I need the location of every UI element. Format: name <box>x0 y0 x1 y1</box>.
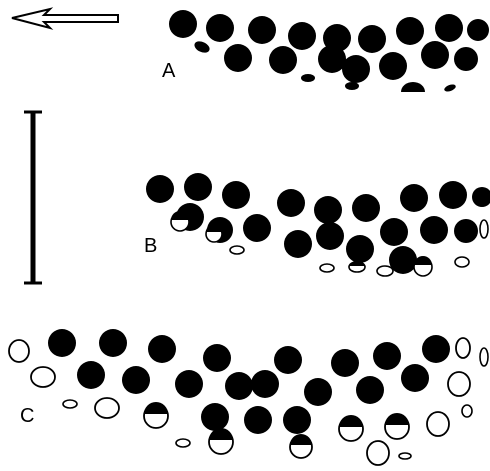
arrow-left-icon <box>12 9 118 28</box>
panel-label-a: A <box>162 60 176 82</box>
panel-a-ommatidia <box>169 10 489 93</box>
scale-bar <box>24 112 42 283</box>
panel-c-ommatidia <box>9 329 488 465</box>
panel-b-ommatidia <box>146 173 490 276</box>
panel-label-c: C <box>20 405 34 427</box>
panel-label-b: B <box>144 235 157 257</box>
